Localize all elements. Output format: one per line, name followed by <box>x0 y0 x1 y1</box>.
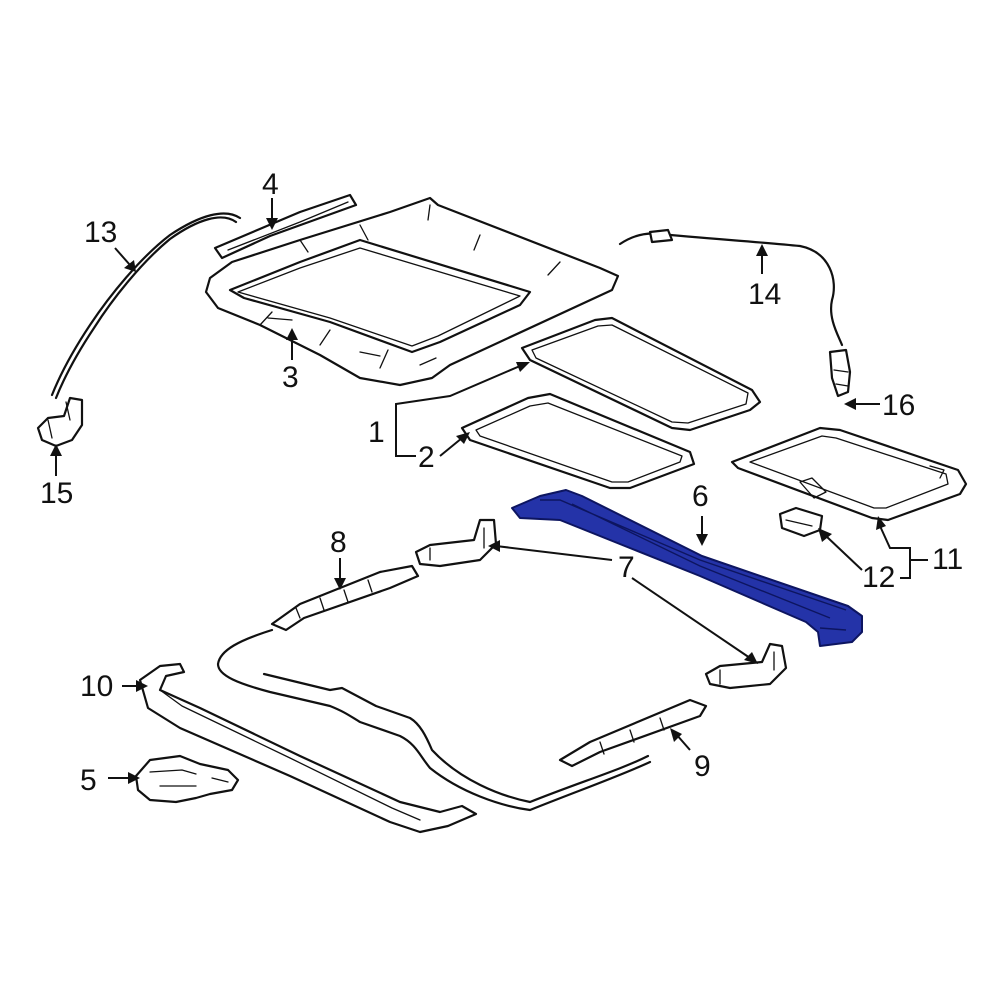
part-7-bracket-left[interactable] <box>414 518 498 568</box>
part-12-sunshade-handle[interactable] <box>778 506 824 538</box>
callout-13: 13 <box>84 216 117 249</box>
callout-15: 15 <box>40 477 73 510</box>
callout-12: 12 <box>862 561 895 594</box>
callout-14: 14 <box>748 278 781 311</box>
part-4-front-rail[interactable] <box>213 193 358 260</box>
callout-4: 4 <box>262 168 279 201</box>
callout-5: 5 <box>80 764 97 797</box>
callout-1: 1 <box>368 416 385 449</box>
part-16-hose-connector[interactable] <box>828 348 852 398</box>
callout-6: 6 <box>692 480 709 513</box>
callout-7: 7 <box>618 551 635 584</box>
part-10-side-rail[interactable] <box>138 662 478 834</box>
part-9-guide-rail-right[interactable] <box>558 698 708 768</box>
callout-8: 8 <box>330 526 347 559</box>
callout-9: 9 <box>694 750 711 783</box>
callout-11: 11 <box>932 543 963 576</box>
part-1-glass-panel[interactable] <box>520 316 762 432</box>
part-14-drain-hose[interactable] <box>618 228 844 347</box>
callout-16: 16 <box>882 389 915 422</box>
callout-2: 2 <box>418 441 435 474</box>
part-15-hose-connector[interactable] <box>36 396 84 448</box>
part-5-sunroof-motor[interactable] <box>134 754 240 804</box>
part-8-guide-rail-left[interactable] <box>270 564 420 632</box>
part-2-glass-seal[interactable] <box>460 392 696 490</box>
part-11-sunshade[interactable] <box>730 426 968 522</box>
callout-labels: 4 3 13 14 16 15 1 2 6 8 7 11 12 10 9 5 <box>40 168 963 797</box>
part-13-drain-hose[interactable] <box>50 212 242 400</box>
part-7-bracket-right[interactable] <box>704 642 788 690</box>
part-3-sunroof-frame[interactable] <box>204 196 620 387</box>
callout-10: 10 <box>80 670 113 703</box>
leader-lines <box>50 198 928 784</box>
callout-3: 3 <box>282 361 299 394</box>
part-6-front-cross-member[interactable] <box>511 489 863 647</box>
drive-cable-loop[interactable] <box>216 628 652 812</box>
